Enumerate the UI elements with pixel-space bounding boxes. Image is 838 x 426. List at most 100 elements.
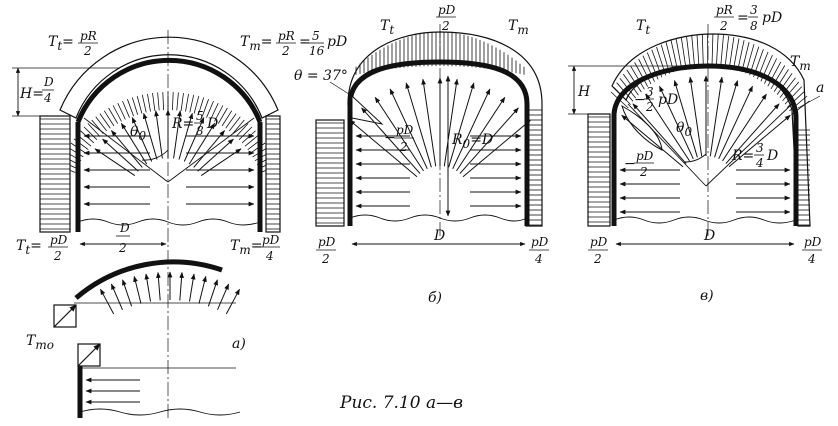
panel-c-wavy-cut [613, 216, 797, 224]
hatch-line [108, 107, 119, 124]
panel-b-top-num: pD [438, 3, 456, 17]
panel-a-detail-wavy [79, 408, 241, 416]
panel-c-left-block [587, 113, 611, 227]
panel-b-wavy-cut [349, 214, 528, 222]
pressure-arrow [673, 80, 698, 158]
panel-a-radius-right [167, 117, 255, 183]
hatch-line [87, 123, 101, 137]
pressure-arrow [189, 273, 196, 302]
panel-c-r-den: 4 [755, 156, 764, 170]
panel-a-theta-arc [141, 149, 169, 161]
panel-c-right-num: pD [804, 235, 822, 249]
hatch-line [782, 81, 800, 102]
hatch-line [701, 34, 704, 67]
pressure-arrow [173, 110, 182, 159]
panel-b-label: б) [428, 290, 442, 306]
hatch-line [214, 105, 224, 122]
hatch-line [112, 105, 122, 122]
hatch-line [711, 34, 714, 67]
panel-a: Tt= pR 2 Tm= pR 2 = 5 16 pD H= D 4 θ0 R=… [12, 29, 347, 420]
pressure-arrow [179, 271, 184, 301]
hatch-line [244, 134, 260, 147]
hatch-line [720, 35, 724, 67]
pressure-arrow [718, 85, 753, 160]
pressure-arrow [443, 78, 459, 167]
hatch-line [117, 103, 126, 120]
hatch-line [83, 126, 98, 140]
panel-a-detail-arc [74, 259, 223, 300]
panel-a-tangential-band [59, 36, 279, 119]
panel-a-width-num: D [119, 221, 130, 235]
panel-a-r-num: 5 [196, 109, 204, 123]
panel-c-tt: Tt [636, 18, 650, 37]
hatch-line [80, 130, 95, 144]
hatch-line [228, 116, 241, 132]
panel-b-side-den: 2 [399, 140, 408, 154]
hatch-line [157, 92, 160, 111]
hatch-line [217, 107, 228, 124]
panel-a-radius-left [83, 117, 169, 183]
pressure-arrow [188, 122, 216, 165]
panel-c-r-num: 3 [756, 141, 764, 155]
panel-a-tt-bot-den: 2 [53, 249, 62, 263]
panel-c-left-block-hatch [588, 116, 610, 223]
hatch-line [162, 92, 164, 111]
panel-c-neg1-num: 3 [646, 85, 654, 99]
pressure-arrow [448, 82, 475, 168]
figure-caption: Рис. 7.10 а—в [339, 393, 463, 413]
hatch-line [770, 65, 786, 90]
panel-c-theta-arc [683, 153, 707, 163]
panel-c-radius-right [705, 103, 793, 187]
hatch-line [630, 65, 645, 90]
hatch-line [172, 92, 174, 111]
hatch-line [733, 38, 740, 70]
pressure-arrow [645, 93, 690, 162]
pressure-arrow [154, 110, 163, 159]
panel-c-neg1-sign: − [634, 92, 646, 108]
hatch-line [634, 62, 649, 87]
hatch-line [141, 94, 147, 113]
hatch-line [221, 110, 233, 127]
hatch-line [638, 58, 652, 85]
hatch-line [232, 119, 245, 134]
panel-c-top-den1: 2 [719, 19, 728, 33]
panel-c: Tt pR 2 = 3 8 pD Tm H − 3 2 pD − pD 2 θ0… [568, 3, 824, 304]
pressure-arrow [131, 117, 153, 162]
pressure-arrow [714, 80, 739, 158]
hatch-line [691, 35, 695, 67]
hatch-line [136, 95, 143, 114]
panel-a-right-block-hatch [266, 118, 280, 230]
panel-b-tt: Tt [380, 18, 394, 37]
panel-b-left-num: pD [318, 235, 336, 249]
panel-a-tt-top: Tt= [48, 34, 74, 53]
panel-b: Tt pD 2 Tm θ = 37° − pD 2 R0=D D pD 2 pD… [294, 3, 549, 306]
hatch-line [122, 100, 130, 118]
panel-a-shell-arc [75, 57, 263, 123]
hatch-line [197, 97, 205, 115]
pressure-arrow [728, 114, 791, 168]
panel-a-tmo: Tmo [26, 333, 54, 352]
hatch-line [737, 40, 745, 71]
panel-b-left-block-hatch [316, 122, 344, 224]
panel-a-r-lhs: R= [171, 116, 194, 132]
pressure-arrow [122, 279, 133, 307]
panel-b-side-sign: − [384, 130, 396, 146]
pressure-arrow [197, 138, 234, 172]
panel-a-tm-bot-den: 4 [265, 249, 274, 263]
panel-c-top-eq: = [737, 10, 749, 26]
panel-c-tm: Tm [790, 54, 811, 73]
panel-c-top-tail: pD [762, 10, 782, 26]
panel-c-neg2-den: 2 [639, 165, 648, 179]
pressure-arrow [102, 138, 139, 172]
panel-c-h: H [577, 84, 591, 100]
panel-c-neg2-num: pD [636, 149, 654, 163]
panel-a-left-block-hatch [40, 118, 70, 230]
hatch-line [185, 93, 189, 112]
panel-a-tm-den2: 16 [309, 44, 325, 58]
panel-a-label: а) [232, 336, 246, 352]
panel-a-tm-num2: 5 [312, 29, 320, 43]
panel-c-neg1-tail: pD [658, 92, 678, 108]
panel-a-detail-arrows [100, 271, 240, 315]
hatch-line [127, 99, 134, 117]
